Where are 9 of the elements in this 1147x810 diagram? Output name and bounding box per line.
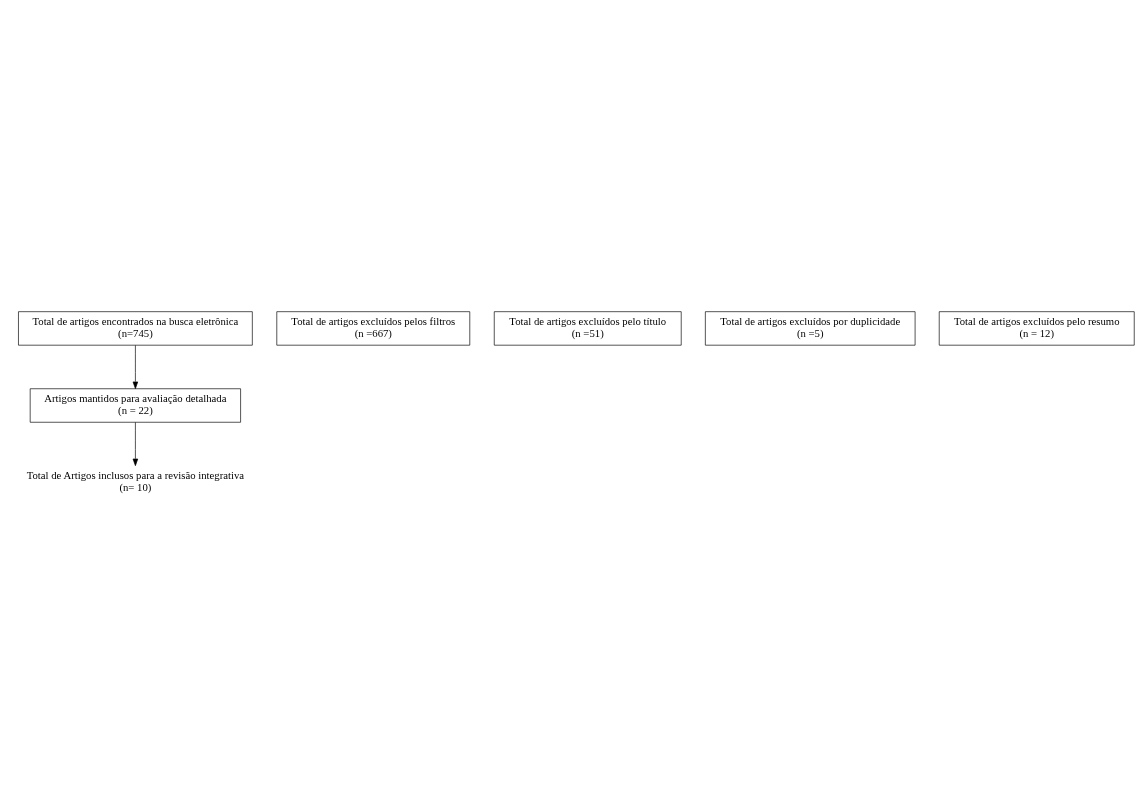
arrow	[132, 344, 139, 389]
node-box: Artigos mantidos para avaliação detalhada (n = 22)	[29, 387, 241, 423]
arrow	[132, 421, 139, 466]
node-box: Total de artigos encontrados na busca eletrônica (n=745)	[18, 310, 253, 346]
node-text: Total de Artigos inclusos para a revisão integrativa (n= 10)	[26, 468, 245, 493]
node-box: Total de artigos excluídos por duplicidade (n =5)	[705, 310, 916, 346]
node-box: Total de artigos excluídos pelos filtros (n =667)	[276, 310, 471, 346]
node-box: Total de artigos excluídos pelo título (n =51)	[493, 310, 682, 346]
node-box: Total de artigos excluídos pelo resumo (n = 12)	[938, 310, 1135, 346]
